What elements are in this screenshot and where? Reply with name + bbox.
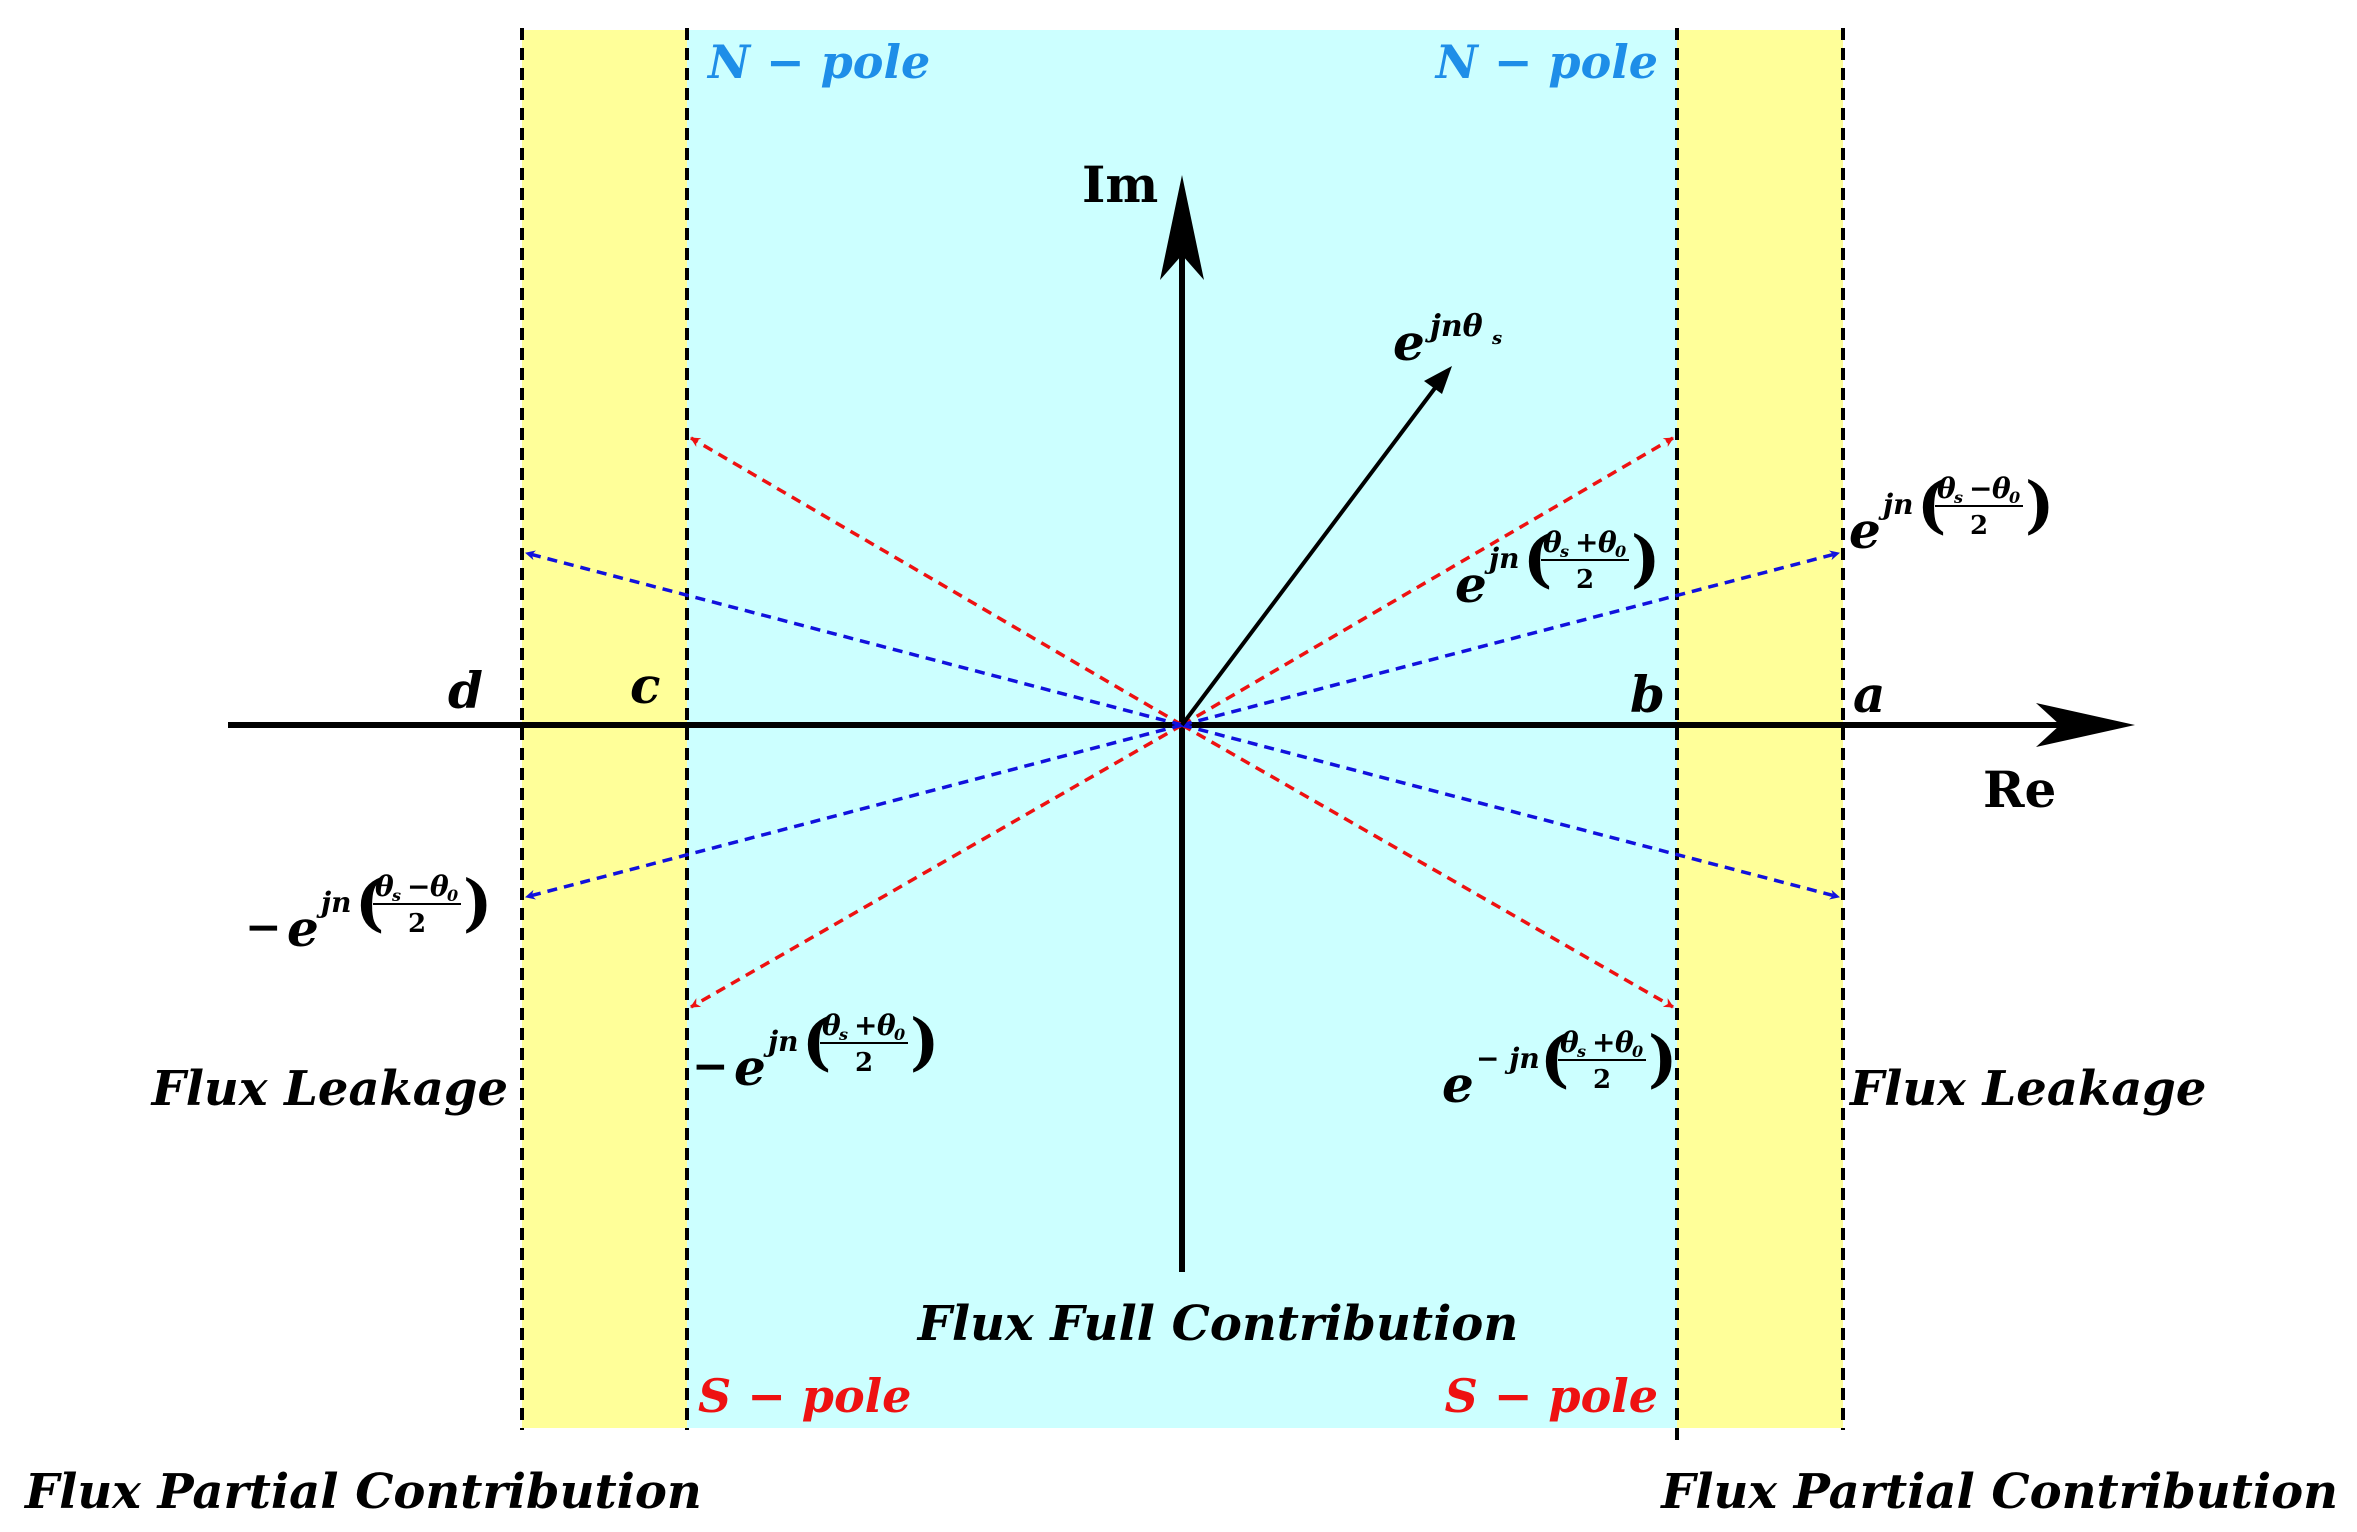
numerator-sub-0: 0 — [1615, 542, 1626, 561]
vector-plus-diff — [1181, 550, 1840, 727]
paren-close: ) — [910, 1005, 939, 1078]
denominator: 2 — [855, 1048, 873, 1078]
exponent-prefix: − jn — [1476, 1042, 1540, 1075]
flux-full-label: Flux Full Contribution — [916, 1296, 1518, 1352]
numerator-theta-0: θ — [1615, 1026, 1634, 1059]
numerator-theta-0: θ — [1992, 472, 2011, 505]
vector-neg-diff — [525, 723, 1183, 900]
base-e: e — [734, 1038, 766, 1097]
vector-upper-left-blue — [525, 550, 1183, 727]
numerator-operator: + — [1592, 1026, 1615, 1059]
numerator-sub-0: 0 — [894, 1025, 905, 1044]
exponent-prefix: jn — [1878, 488, 1914, 521]
paren-open: ( — [1917, 468, 1946, 541]
denominator: 2 — [1576, 565, 1594, 595]
base-e: e — [1442, 1055, 1474, 1114]
vector-main-label: e jnθ s — [1393, 309, 1502, 372]
s-pole-label-right: S − pole — [1445, 1369, 1658, 1423]
vector-upper-left-red — [690, 436, 1183, 727]
flux-partial-label-right: Flux Partial Contribution — [1659, 1464, 2338, 1520]
vector-plus-sum — [1181, 436, 1674, 727]
flux-partial-label-left: Flux Partial Contribution — [23, 1464, 702, 1520]
point-label-d: d — [448, 661, 483, 720]
numerator-theta-s: θ — [822, 1009, 841, 1042]
vector-main-arrowhead — [1424, 366, 1452, 394]
base-e: e — [1455, 555, 1487, 614]
numerator-sub-0: 0 — [1632, 1042, 1643, 1061]
svg-text:s: s — [1491, 328, 1502, 349]
numerator-sub-s: s — [391, 886, 401, 905]
numerator-operator: − — [407, 870, 430, 903]
paren-open: ( — [1523, 522, 1552, 595]
vector-conj-sum-label: e− jn(θs+θ02) — [1442, 1022, 1677, 1114]
numerator-operator: + — [854, 1009, 877, 1042]
real-axis-label: Re — [1983, 760, 2056, 819]
numerator-theta-s: θ — [1560, 1026, 1579, 1059]
s-pole-label-left: S − pole — [698, 1369, 911, 1423]
svg-text:e: e — [1393, 313, 1425, 372]
real-axis-arrowhead — [2036, 703, 2135, 747]
numerator-theta-s: θ — [375, 870, 394, 903]
paren-open: ( — [802, 1005, 831, 1078]
numerator-theta-s: θ — [1937, 472, 1956, 505]
vector-conj-sum — [1181, 723, 1674, 1009]
numerator-sub-s: s — [1559, 542, 1569, 561]
vector-lower-right-blue — [1181, 723, 1840, 900]
minus-sign: − — [692, 1041, 729, 1092]
paren-close: ) — [1648, 1022, 1677, 1095]
leakage-region-right — [1677, 30, 1843, 1428]
numerator-sub-s: s — [838, 1025, 848, 1044]
imag-axis-arrowhead — [1160, 175, 1204, 280]
base-e: e — [1849, 501, 1881, 560]
exponent-prefix: jn — [316, 886, 352, 919]
numerator-theta-0: θ — [430, 870, 449, 903]
numerator-theta-0: θ — [877, 1009, 896, 1042]
n-pole-label-right: N − pole — [1434, 35, 1658, 89]
n-pole-label-left: N − pole — [706, 35, 930, 89]
point-label-a: a — [1853, 665, 1885, 724]
svg-text:jnθ: jnθ — [1425, 309, 1483, 344]
base-e: e — [287, 899, 319, 958]
paren-open: ( — [1540, 1022, 1569, 1095]
paren-close: ) — [463, 866, 492, 939]
flux-leakage-label-right: Flux Leakage — [1848, 1061, 2206, 1117]
flux-leakage-label-left: Flux Leakage — [150, 1061, 508, 1117]
point-label-c: c — [630, 656, 660, 715]
paren-open: ( — [355, 866, 384, 939]
numerator-sub-s: s — [1953, 488, 1963, 507]
denominator: 2 — [408, 909, 426, 939]
denominator: 2 — [1593, 1065, 1611, 1095]
numerator-theta-0: θ — [1598, 526, 1617, 559]
vector-main — [1180, 382, 1440, 727]
exponent-prefix: jn — [763, 1025, 799, 1058]
leakage-region-left — [522, 30, 687, 1428]
paren-close: ) — [1631, 522, 1660, 595]
minus-sign: − — [245, 902, 282, 953]
denominator: 2 — [1970, 511, 1988, 541]
vector-neg-sum — [690, 723, 1183, 1009]
point-label-b: b — [1630, 665, 1665, 724]
numerator-operator: − — [1969, 472, 1992, 505]
numerator-sub-0: 0 — [2009, 488, 2020, 507]
numerator-sub-0: 0 — [447, 886, 458, 905]
paren-close: ) — [2025, 468, 2054, 541]
numerator-operator: + — [1575, 526, 1598, 559]
exponent-prefix: jn — [1484, 542, 1520, 575]
imag-axis-label: Im — [1082, 155, 1158, 214]
numerator-theta-s: θ — [1543, 526, 1562, 559]
numerator-sub-s: s — [1576, 1042, 1586, 1061]
